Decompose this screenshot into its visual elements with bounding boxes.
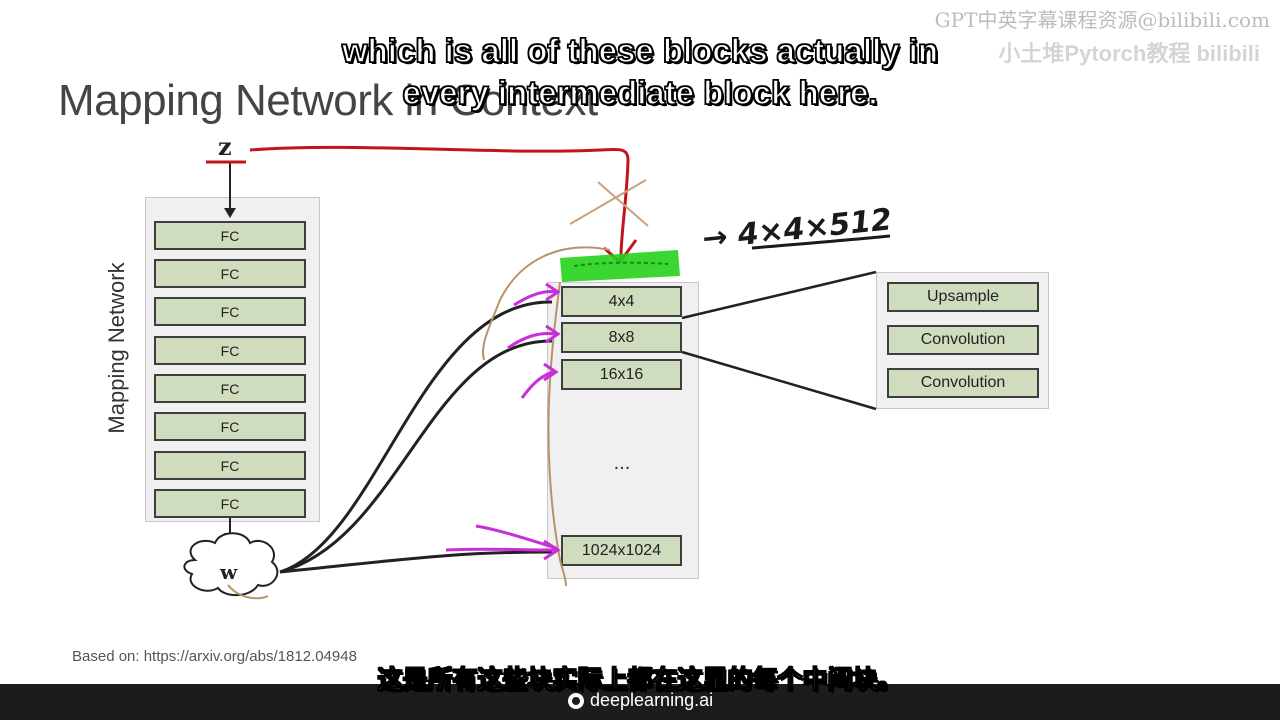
brand-logo: deeplearning.ai bbox=[568, 690, 713, 711]
w-latent-label: w bbox=[220, 560, 238, 584]
synthesis-block: 8x8 bbox=[561, 322, 682, 353]
brand-name: deeplearning.ai bbox=[590, 690, 714, 710]
convolution-block: Convolution bbox=[887, 325, 1039, 355]
fc-layer: FC bbox=[154, 489, 306, 518]
ellipsis: ... bbox=[613, 452, 631, 474]
watermark-logo: 小土堆Pytorch教程 bilibili bbox=[998, 41, 1260, 66]
subtitle-chinese: 这是所有这些块实际上都在这里的每个中间块。 bbox=[377, 665, 903, 695]
subtitle-english: which is all of these blocks actually in… bbox=[341, 31, 939, 112]
bottom-bar bbox=[0, 684, 1280, 720]
fc-layer: FC bbox=[154, 374, 306, 403]
watermark-text: GPT中英字幕课程资源@bilibili.com bbox=[934, 8, 1270, 32]
deeplearning-icon bbox=[568, 692, 584, 709]
synthesis-block-final: 1024x1024 bbox=[561, 535, 682, 566]
synthesis-block: 16x16 bbox=[561, 359, 682, 390]
slide-title: Mapping Network in Context bbox=[58, 76, 598, 125]
fc-layer: FC bbox=[154, 259, 306, 288]
fc-layer: FC bbox=[154, 451, 306, 480]
synthesis-block: 4x4 bbox=[561, 286, 682, 317]
fc-layer: FC bbox=[154, 297, 306, 326]
green-highlight bbox=[560, 250, 680, 282]
z-input-label: z bbox=[218, 132, 232, 161]
upsample-block: Upsample bbox=[887, 282, 1039, 312]
citation: Based on: https://arxiv.org/abs/1812.049… bbox=[72, 648, 357, 665]
convolution-block: Convolution bbox=[887, 368, 1039, 398]
w-cloud bbox=[183, 532, 279, 597]
fc-layer: FC bbox=[154, 336, 306, 365]
fc-layer: FC bbox=[154, 412, 306, 441]
fc-layer: FC bbox=[154, 221, 306, 250]
